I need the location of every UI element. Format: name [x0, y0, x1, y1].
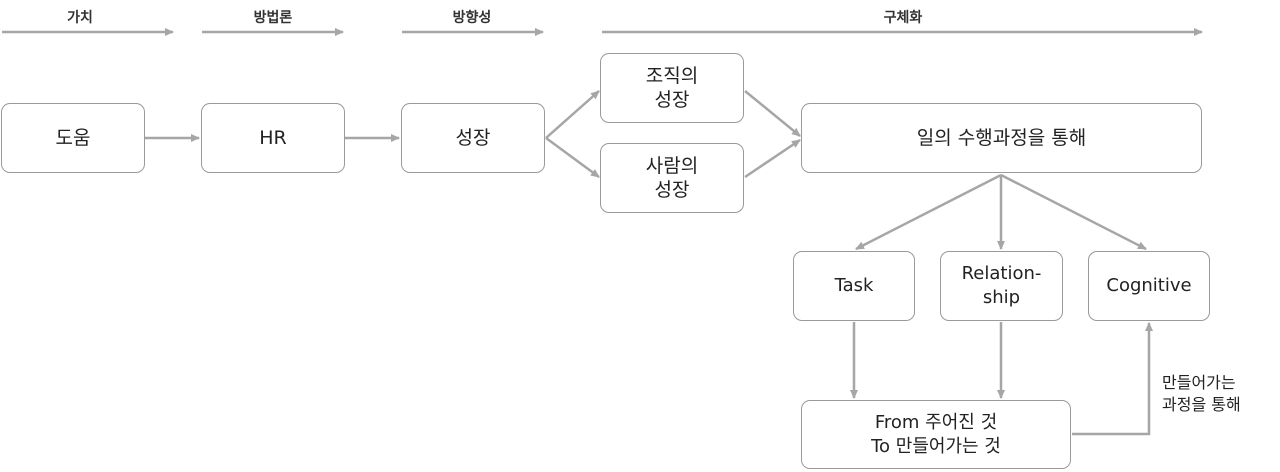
node-cognitive: Cognitive [1088, 251, 1210, 321]
node-work-process-label: 일의 수행과정을 통해 [916, 127, 1087, 149]
node-growth-label: 성장 [455, 127, 491, 149]
node-from-to: From 주어진 것 To 만들어가는 것 [801, 400, 1071, 469]
arrow-org-work [744, 90, 801, 137]
node-relationship-line2: ship [982, 287, 1021, 308]
node-hr-label: HR [259, 127, 287, 149]
node-task-label: Task [834, 275, 874, 296]
node-growth: 성장 [401, 103, 545, 173]
header-direction: 방향성 [452, 10, 492, 26]
arrow-fromto-cognitive [1072, 322, 1153, 436]
arrow-people-work [744, 138, 801, 179]
node-help: 도움 [1, 103, 145, 173]
process-note-line1: 만들어가는 [1162, 373, 1236, 392]
process-note-line2: 과정을 통해 [1162, 395, 1241, 414]
header-concretization: 구체화 [883, 10, 923, 26]
process-note: 만들어가는 과정을 통해 [1162, 372, 1274, 416]
node-org-growth: 조직의 성장 [600, 53, 744, 123]
arrow-work-task [855, 173, 1002, 251]
arrow-work-cognitive [1000, 173, 1147, 251]
node-org-growth-line1: 조직의 [645, 65, 699, 87]
header-methodology: 방법론 [253, 10, 293, 26]
arrow-growth-org [545, 90, 600, 139]
header-value: 가치 [67, 10, 93, 26]
arrow-growth-people [545, 136, 600, 179]
node-org-growth-line2: 성장 [654, 89, 690, 111]
node-hr: HR [201, 103, 345, 173]
node-relationship: Relation- ship [940, 251, 1063, 321]
node-work-process: 일의 수행과정을 통해 [801, 103, 1202, 173]
node-from-given: From 주어진 것 [874, 411, 998, 433]
node-people-growth-line2: 성장 [654, 179, 690, 201]
node-help-label: 도움 [55, 127, 91, 149]
node-cognitive-label: Cognitive [1106, 275, 1192, 296]
node-relationship-line1: Relation- [961, 263, 1042, 284]
node-task: Task [793, 251, 915, 321]
node-people-growth-line1: 사람의 [645, 155, 699, 177]
node-to-making: To 만들어가는 것 [871, 435, 1001, 457]
node-people-growth: 사람의 성장 [600, 143, 744, 213]
